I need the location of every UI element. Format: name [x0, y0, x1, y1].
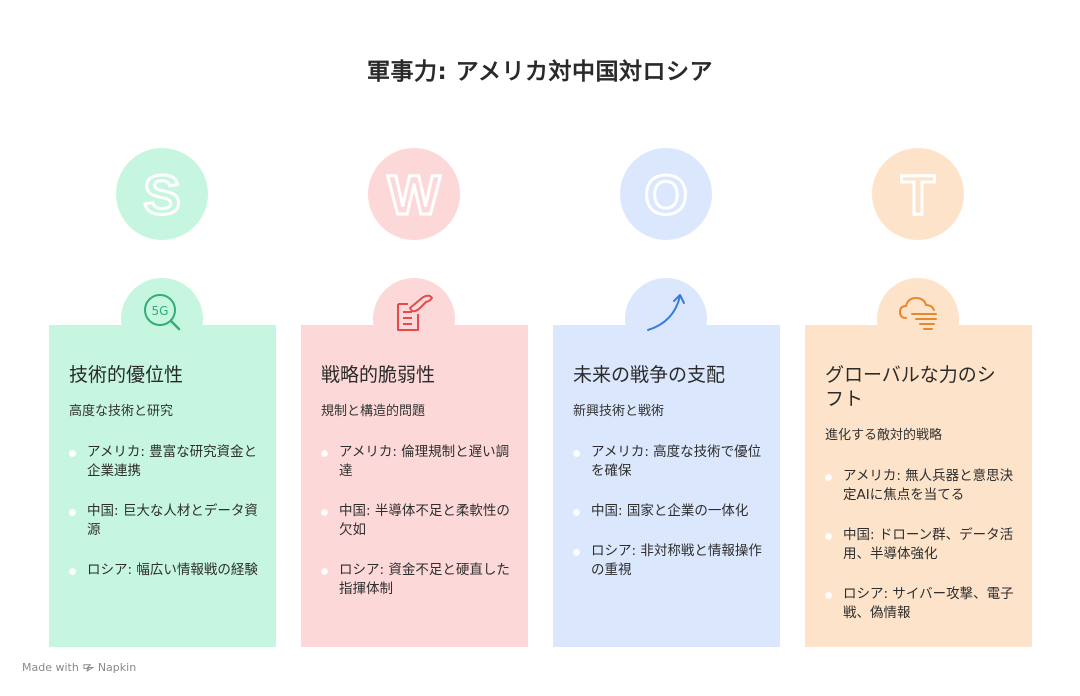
svg-text:5G: 5G	[152, 304, 169, 318]
card-subtitle: 進化する敵対的戦略	[825, 428, 943, 443]
list-item: 中国: 国家と企業の一体化	[573, 502, 762, 521]
bullet-dot-icon	[321, 568, 328, 575]
list-item: ロシア: 幅広い情報戦の経験	[69, 561, 258, 580]
swot-letter: O	[644, 163, 688, 226]
bullet-dot-icon	[321, 450, 328, 457]
bullet-text: アメリカ: 倫理規制と遅い調達	[339, 444, 510, 479]
card-title: グローバルな力のシフト	[825, 364, 996, 410]
letter-o-icon: O	[643, 162, 690, 228]
letter-circle-o: O	[620, 148, 712, 240]
bullet-dot-icon	[69, 509, 76, 516]
letter-s-icon: S	[142, 162, 182, 228]
list-item: ロシア: 非対称戦と情報操作の重視	[573, 542, 762, 580]
bullet-text: 中国: 半導体不足と柔軟性の欠如	[339, 503, 510, 538]
rising-arrow-icon	[647, 294, 685, 331]
bullet-text: 中国: ドローン群、データ活用、半導体強化	[843, 527, 1014, 562]
swot-column-threats: T グローバルな力のシフト 進化する敵対的戦略 アメリカ: 無人兵器と意思決定A…	[805, 0, 1032, 696]
letter-circle-w: W	[368, 148, 460, 240]
card-subtitle: 新興技術と戦術	[573, 404, 665, 419]
made-with-text: Made with	[22, 661, 79, 674]
list-item: ロシア: サイバー攻撃、電子戦、偽情報	[825, 585, 1014, 623]
page-title: 軍事力: アメリカ対中国対ロシア	[366, 59, 714, 85]
napkin-brand-text: Napkin	[97, 661, 137, 674]
list-item: アメリカ: 倫理規制と遅い調達	[321, 443, 510, 481]
card-title: 技術的優位性	[69, 364, 184, 386]
card-strengths: 技術的優位性 高度な技術と研究 アメリカ: 豊富な研究資金と企業連携 中国: 巨…	[49, 325, 276, 647]
icon-circle-weaknesses	[373, 278, 455, 360]
list-item: アメリカ: 高度な技術で優位を確保	[573, 443, 762, 481]
document-hand-icon	[397, 294, 433, 331]
bullet-dot-icon	[573, 509, 580, 516]
bullet-text: アメリカ: 豊富な研究資金と企業連携	[87, 444, 258, 479]
list-item: 中国: 巨大な人材とデータ資源	[69, 502, 258, 540]
swot-column-opportunities: O 未来の戦争の支配 新興技術と戦術 アメリカ: 高度な技術で優位を確保 中国:…	[553, 0, 780, 696]
bullet-dot-icon	[573, 450, 580, 457]
list-item: 中国: ドローン群、データ活用、半導体強化	[825, 526, 1014, 564]
bullet-text: ロシア: 資金不足と硬直した指揮体制	[339, 562, 510, 597]
icon-circle-strengths: 5G	[121, 278, 203, 360]
list-item: ロシア: 資金不足と硬直した指揮体制	[321, 561, 510, 599]
swot-column-weaknesses: W 戦略的脆弱性 規制と構造的問題 アメリカ: 倫理規制と遅い調達 中国: 半導…	[301, 0, 528, 696]
card-opportunities: 未来の戦争の支配 新興技術と戦術 アメリカ: 高度な技術で優位を確保 中国: 国…	[553, 325, 780, 647]
cloud-wind-icon	[898, 296, 937, 330]
5g-search-icon: 5G	[144, 294, 181, 331]
letter-t-icon: T	[899, 162, 936, 228]
swot-column-strengths: S 技術的優位性 高度な技術と研究 アメリカ: 豊富な研究資金と企業連携 中国:…	[49, 0, 276, 696]
napkin-logo-icon	[83, 664, 94, 672]
card-title: 未来の戦争の支配	[573, 364, 726, 386]
list-item: 中国: 半導体不足と柔軟性の欠如	[321, 502, 510, 540]
bullet-text: アメリカ: 高度な技術で優位を確保	[591, 444, 762, 479]
bullet-dot-icon	[825, 533, 832, 540]
card-title: 戦略的脆弱性	[321, 364, 436, 386]
bullet-dot-icon	[825, 474, 832, 481]
letter-circle-s: S	[116, 148, 208, 240]
card-subtitle: 規制と構造的問題	[321, 404, 426, 419]
list-item: アメリカ: 無人兵器と意思決定AIに焦点を当てる	[825, 467, 1014, 505]
card-subtitle: 高度な技術と研究	[69, 404, 174, 419]
bullet-dot-icon	[825, 592, 832, 599]
swot-letter: S	[143, 163, 180, 226]
list-item: アメリカ: 豊富な研究資金と企業連携	[69, 443, 258, 481]
icon-circle-threats	[877, 278, 959, 360]
swot-letter: T	[901, 163, 935, 226]
letter-circle-t: T	[872, 148, 964, 240]
bullet-dot-icon	[321, 509, 328, 516]
bullet-text: アメリカ: 無人兵器と意思決定AIに焦点を当てる	[843, 468, 1014, 503]
bullet-text: ロシア: 非対称戦と情報操作の重視	[591, 543, 762, 578]
bullet-text: ロシア: 幅広い情報戦の経験	[87, 562, 258, 578]
bullet-dot-icon	[573, 549, 580, 556]
icon-circle-opportunities	[625, 278, 707, 360]
bullet-text: ロシア: サイバー攻撃、電子戦、偽情報	[843, 586, 1014, 621]
letter-w-icon: W	[386, 162, 442, 228]
bullet-dot-icon	[69, 450, 76, 457]
footer-attribution: Made with Napkin	[22, 661, 136, 674]
bullet-dot-icon	[69, 568, 76, 575]
swot-letter: W	[388, 163, 441, 226]
card-weaknesses: 戦略的脆弱性 規制と構造的問題 アメリカ: 倫理規制と遅い調達 中国: 半導体不…	[301, 325, 528, 647]
bullet-text: 中国: 国家と企業の一体化	[591, 503, 749, 519]
card-threats: グローバルな力のシフト 進化する敵対的戦略 アメリカ: 無人兵器と意思決定AIに…	[805, 325, 1032, 647]
bullet-text: 中国: 巨大な人材とデータ資源	[87, 503, 258, 538]
